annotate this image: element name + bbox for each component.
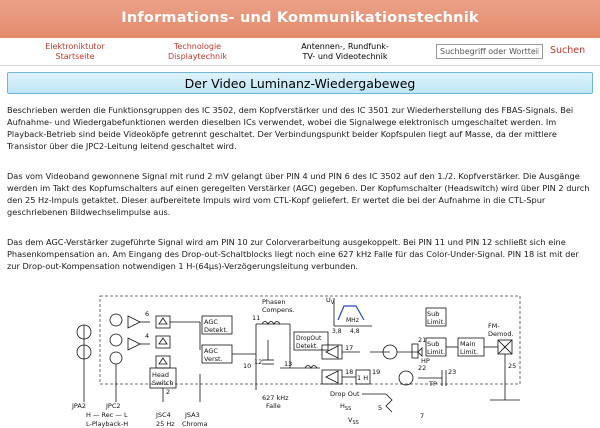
jpc2-label: JPC2 <box>105 402 121 410</box>
circuit-diagram: Phasen Compens. AGC Detekt. AGC Verst. H… <box>71 295 521 428</box>
agc-verst-block-line2: Verst. <box>204 355 223 363</box>
sub-limiter-1-line2: Limit. <box>427 318 445 326</box>
pin-label: 22 <box>418 364 426 372</box>
freq-high-label: 4,8 <box>350 328 360 335</box>
playback-switch-label: L-Playback-H <box>86 420 128 428</box>
nav-item-sublabel: TV- und Videotechnik <box>302 51 388 61</box>
sub-limiter-2-line2: Limit. <box>427 348 445 356</box>
pin-label: 12 <box>254 358 262 366</box>
agc-detekt-block: AGC <box>204 318 218 326</box>
pin-label: 11 <box>252 314 260 322</box>
dropout-detekt-block: DropOut <box>296 335 322 342</box>
site-title: Informations- und Kommunikationstechnik <box>121 10 479 26</box>
page-title-box: Der Video Luminanz-Wiedergabeweg <box>7 72 593 94</box>
nav-item-label: Antennen-, Rundfunk- <box>301 42 389 51</box>
pin-label: 17 <box>345 344 353 352</box>
paragraph-head-amplifier: Das vom Videoband gewonnene Signal mit r… <box>7 171 590 217</box>
paragraph-agc: Das dem AGC-Verstärker zugeführte Signal… <box>7 237 579 271</box>
fm-demod-label: FM- <box>488 322 500 330</box>
pin-label: 6 <box>145 310 149 318</box>
jpa2-label: JPA2 <box>71 402 86 410</box>
nav-item-current-section: Antennen-, Rundfunk- TV- und Videotechni… <box>290 42 400 61</box>
nav-item-sublabel[interactable]: Startseite <box>55 51 95 61</box>
jsc4-freq-label: 25 Hz <box>156 420 175 428</box>
pin-label: 5 <box>378 404 382 412</box>
site-banner: Informations- und Kommunikationstechnik <box>0 0 600 38</box>
agc-verst-block: AGC <box>204 347 218 355</box>
compens-label: Compens. <box>262 306 295 314</box>
main-limiter-line2: Limit. <box>460 348 478 356</box>
nav-item-startseite[interactable]: Elektroniktutor Startseite <box>30 42 120 61</box>
dropout-detekt-block-line2: Detekt. <box>296 343 318 350</box>
pin-label: 4 <box>145 332 149 340</box>
search-button[interactable]: Suchen <box>550 45 586 56</box>
jsa3-label: JSA3 <box>184 411 200 419</box>
drop-out-label: Drop Out <box>330 390 360 398</box>
head-switch-block-line2: Switch <box>152 379 174 387</box>
search-input[interactable] <box>436 44 543 59</box>
pin-label: 10 <box>243 362 251 370</box>
delay-line-block: 1 H <box>357 374 368 382</box>
sub-limiter-2: Sub <box>427 340 439 348</box>
tp-label: TP <box>428 380 437 388</box>
trap-label-line2: Falle <box>266 402 281 410</box>
paragraph-intro: Beschrieben werden die Funktionsgruppen … <box>7 105 574 151</box>
trap-label: 627 kHz <box>262 394 289 402</box>
voltage-axis-label: UV <box>326 296 335 306</box>
pin-label: 2 <box>166 388 170 396</box>
mhz-axis-label: MHz <box>346 317 359 324</box>
hss-label: HSS <box>340 402 351 412</box>
page-title: Der Video Luminanz-Wiedergabeweg <box>184 76 416 91</box>
pin-label: 23 <box>448 368 456 376</box>
fm-demod-label-line2: Demod. <box>488 330 514 338</box>
nav-item-displaytechnik[interactable]: Technologie Displaytechnik <box>150 42 245 61</box>
nav-item-sublabel[interactable]: Displaytechnik <box>168 51 227 61</box>
pin-label: 19 <box>372 368 380 376</box>
hp-label: HP <box>421 357 430 365</box>
sub-limiter-1: Sub <box>427 310 439 318</box>
rec-switch-label: H — Rec — L <box>86 411 128 419</box>
nav-item-label[interactable]: Elektroniktutor <box>45 42 105 51</box>
pin-label: 13 <box>284 360 292 368</box>
jsa3-chroma-label: Chroma <box>182 420 207 428</box>
agc-detekt-block-line2: Detekt. <box>204 326 228 334</box>
nav-item-label[interactable]: Technologie <box>173 42 222 51</box>
freq-low-label: 3,8 <box>332 328 342 335</box>
pin-label: 7 <box>420 412 424 420</box>
pin-label: 21 <box>418 336 426 344</box>
pin-label: 25 <box>508 362 516 370</box>
vss-label: VSS <box>348 416 359 426</box>
head-switch-block: Head <box>152 371 169 379</box>
jsc4-label: JSC4 <box>155 411 171 419</box>
phasen-label: Phasen <box>262 298 286 306</box>
pin-label: 18 <box>345 368 353 376</box>
main-limiter: Main <box>460 340 476 348</box>
